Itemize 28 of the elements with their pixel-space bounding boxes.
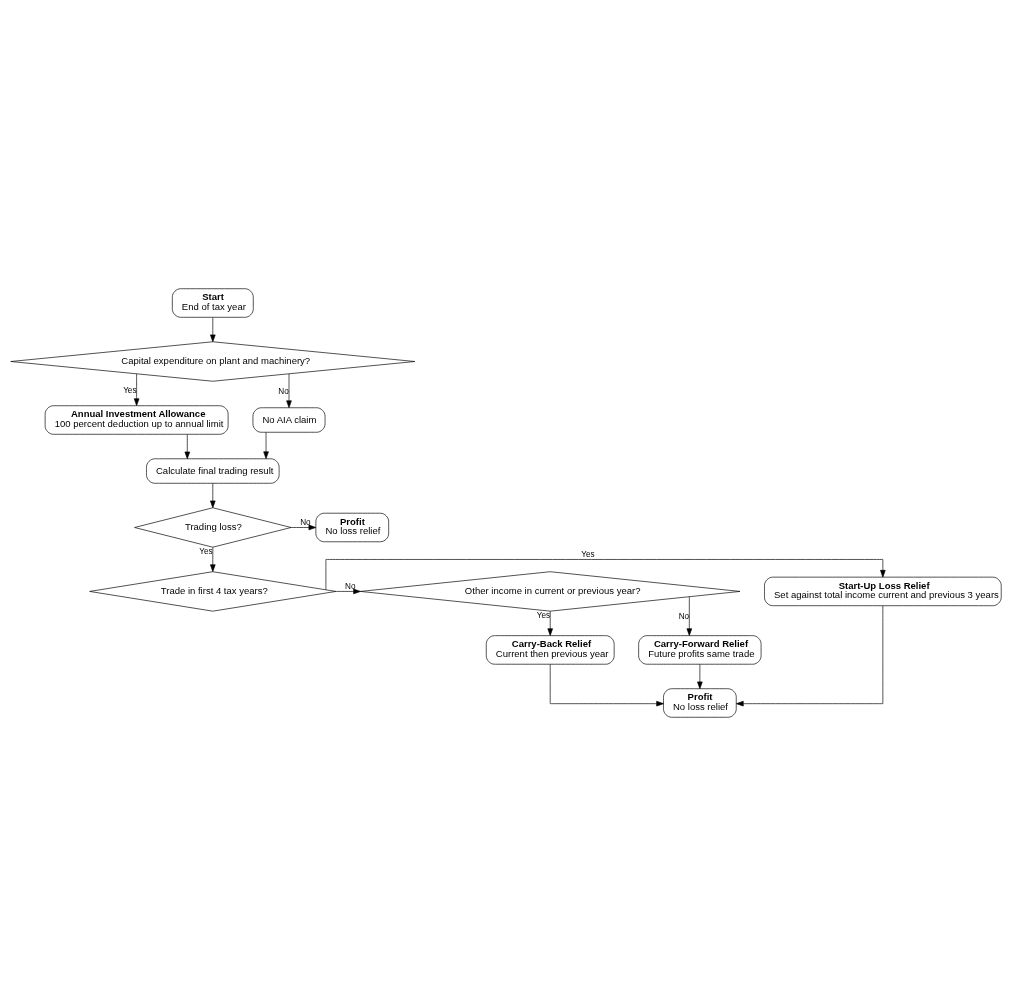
arrow: [133, 373, 140, 406]
arrow: [290, 524, 317, 530]
node-diamond: Trading loss?: [134, 506, 292, 548]
node-diamond: Other income in current or previous year?: [360, 570, 741, 611]
arrow: [549, 663, 664, 706]
arrow: [736, 605, 884, 706]
node-diamond: Trade in first 4 tax years?: [89, 570, 337, 611]
node-box: Profit No loss relief: [663, 687, 737, 718]
arrow: [335, 588, 361, 594]
node-box: No AIA claim: [252, 406, 326, 433]
arrow: [184, 433, 190, 459]
node-box: Annual Investment Allowance 100 percent deduction up to annual limit: [44, 404, 229, 435]
node-box: Carry-Back Relief Current then previous year: [485, 634, 615, 665]
node-box: Carry-Forward Relief Future profits same trade: [638, 634, 762, 665]
arrow: [547, 610, 553, 636]
arrow: [286, 373, 292, 408]
node-diamond: Capital expenditure on plant and machinery?: [10, 340, 416, 382]
node-box: Start End of tax year: [172, 287, 254, 318]
arrow: [210, 482, 216, 508]
node-box: Calculate final trading result: [146, 457, 280, 484]
arrow: [686, 596, 693, 636]
arrow: [210, 546, 216, 572]
arrow: [697, 663, 703, 689]
arrow: [263, 431, 269, 459]
node-box: Profit No loss relief: [315, 512, 389, 542]
arrow: [325, 558, 886, 590]
node-box: Start-Up Loss Relief Set against total income current and previous 3 years: [764, 576, 1002, 606]
arrow: [210, 316, 216, 342]
